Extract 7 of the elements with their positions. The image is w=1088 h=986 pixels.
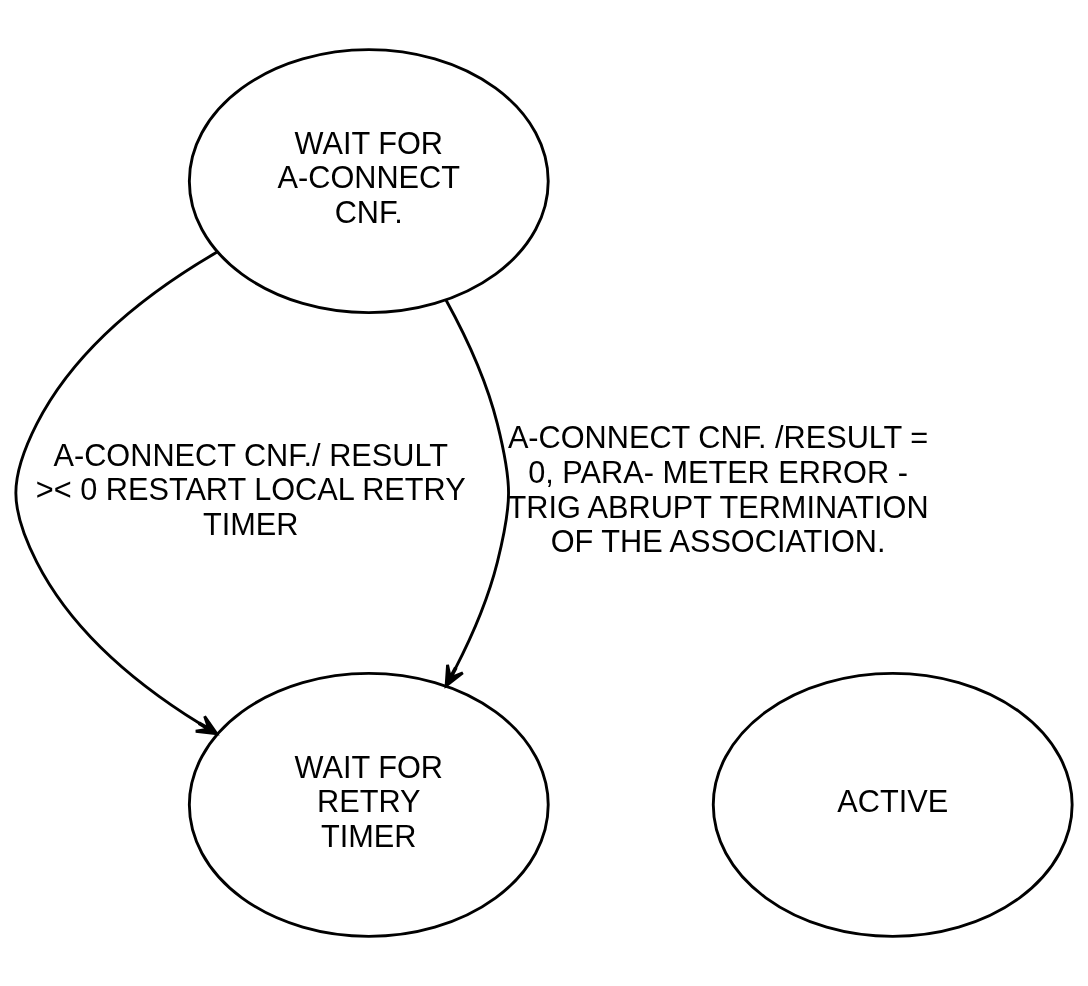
node-ellipse: WAIT FOR RETRY TIMER: [187, 671, 550, 938]
node-ellipse: WAIT FOR A-CONNECT CNF.: [187, 48, 550, 315]
edge-label: A-CONNECT CNF./ RESULT >< 0 RESTART LOCAL RETRY TIMER: [35, 437, 466, 542]
node-ellipse: ACTIVE: [711, 671, 1074, 938]
arrow: [444, 299, 510, 688]
arrow: [14, 251, 219, 736]
edge-label: A-CONNECT CNF. /RESULT = 0, PARA- METER ERROR - TRIG ABRUPT TERMINATION OF THE ASSOCIATION.: [507, 420, 929, 560]
